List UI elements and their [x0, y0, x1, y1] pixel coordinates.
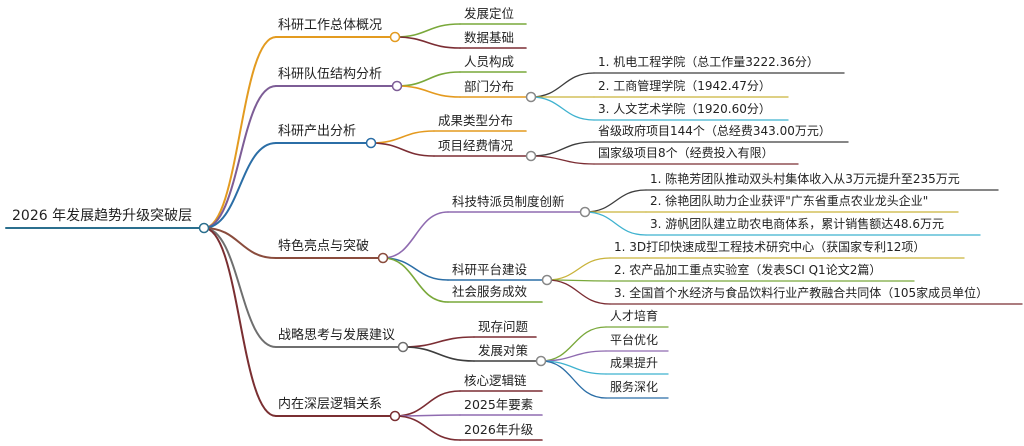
connector [394, 390, 461, 417]
connector [402, 346, 475, 362]
branch-4: 特色亮点与突破 [278, 239, 370, 254]
branch-4-item-1-leaf-3: 3. 游帆团队建立助农电商体系，累计销售额达48.6万元 [650, 217, 944, 231]
branch-4-item-2-leaf-2: 2. 农产品加工重点实验室（发表SCI Q1论文2篇） [614, 263, 882, 277]
branch-5-item-1: 现存问题 [478, 319, 529, 334]
connector [396, 71, 461, 87]
connector [546, 257, 611, 281]
connector [203, 227, 277, 259]
branch-4-item-1-collapse-toggle[interactable] [579, 206, 591, 218]
branch-4-item-2: 科研平台建设 [452, 262, 528, 277]
branch-1-item-2: 数据基础 [464, 30, 515, 45]
connector [540, 360, 607, 399]
branch-2-item-2-leaf-3: 3. 人文艺术学院（1920.60分） [598, 102, 771, 116]
branch-2-item-1: 人员构成 [464, 54, 515, 69]
connector [530, 72, 595, 98]
branch-6-item-3: 2026年升级 [464, 422, 534, 437]
connector [396, 85, 461, 98]
branch-3-item-2-leaf-2: 国家级项目8个（经费投入有限） [598, 146, 774, 160]
connector [203, 142, 277, 229]
branch-6-item-1: 核心逻辑链 [464, 373, 527, 388]
branch-4-item-2-collapse-toggle[interactable] [541, 274, 553, 286]
branch-6-collapse-toggle[interactable] [389, 410, 401, 422]
connector [402, 336, 475, 348]
connector [584, 189, 647, 213]
connector [382, 257, 449, 281]
branch-3-item-1: 成果类型分布 [438, 113, 514, 128]
branch-4-item-1-leaf-2: 2. 徐艳团队助力企业获评"广东省重点农业龙头企业" [650, 194, 929, 208]
branch-5-item-2: 发展对策 [478, 343, 529, 358]
branch-4-item-2-leaf-3: 3. 全国首个水经济与食品饮料行业产教融合共同体（105家成员单位） [614, 286, 989, 300]
branch-3-item-2-leaf-1: 省级政府项目144个（总经费343.00万元） [598, 124, 831, 138]
root-node: 2026 年发展趋势升级突破层 [12, 208, 193, 224]
branch-2-item-2-collapse-toggle[interactable] [525, 91, 537, 103]
branch-3-item-2: 项目经费情况 [438, 138, 514, 153]
connector [394, 36, 461, 49]
branch-5-item-2-leaf-3: 成果提升 [610, 356, 659, 370]
connector [370, 130, 435, 144]
connector [394, 23, 461, 38]
connector [394, 415, 461, 441]
branch-3: 科研产出分析 [278, 124, 357, 139]
branch-4-item-2-leaf-1: 1. 3D打印快速成型工程技术研究中心（获国家专利12项） [614, 240, 926, 254]
branch-2-collapse-toggle[interactable] [391, 80, 403, 92]
branch-5-item-2-leaf-4: 服务深化 [610, 380, 659, 394]
branch-4-item-1-leaf-1: 1. 陈艳芳团队推动双头村集体收入从3万元提升至235万元 [650, 172, 960, 186]
branch-3-collapse-toggle[interactable] [365, 137, 377, 149]
branch-6: 内在深层逻辑关系 [278, 397, 383, 412]
branch-4-collapse-toggle[interactable] [377, 252, 389, 264]
connector [530, 96, 595, 121]
branch-6-item-2: 2025年要素 [464, 397, 534, 412]
branch-5-item-2-collapse-toggle[interactable] [535, 355, 547, 367]
branch-5-collapse-toggle[interactable] [397, 341, 409, 353]
branch-2-item-2-leaf-2: 2. 工商管理学院（1942.47分） [598, 79, 771, 93]
branch-2: 科研队伍结构分析 [278, 67, 383, 82]
connector [530, 141, 595, 157]
branch-2-item-2-leaf-1: 1. 机电工程学院（总工作量3222.36分） [598, 55, 819, 69]
connector [584, 211, 647, 236]
branch-5-item-2-leaf-1: 人才培育 [610, 309, 659, 323]
root-collapse-toggle[interactable] [198, 222, 210, 234]
branch-4-item-3: 社会服务成效 [452, 284, 528, 299]
branch-1-collapse-toggle[interactable] [389, 31, 401, 43]
branch-5: 战略思考与发展建议 [278, 328, 396, 343]
connector [370, 142, 435, 157]
connector [203, 36, 277, 229]
branch-2-item-2: 部门分布 [464, 79, 515, 94]
branch-5-item-2-leaf-2: 平台优化 [610, 333, 659, 347]
branch-1: 科研工作总体概况 [278, 18, 383, 33]
connector [530, 155, 595, 165]
connector [382, 211, 449, 259]
connector [203, 227, 277, 348]
branch-4-item-1: 科技特派员制度创新 [452, 194, 565, 209]
connector [203, 85, 277, 229]
connector [382, 257, 449, 303]
branch-3-item-2-collapse-toggle[interactable] [525, 150, 537, 162]
connector [546, 279, 611, 305]
connector [203, 227, 277, 417]
branch-1-item-1: 发展定位 [464, 6, 515, 21]
